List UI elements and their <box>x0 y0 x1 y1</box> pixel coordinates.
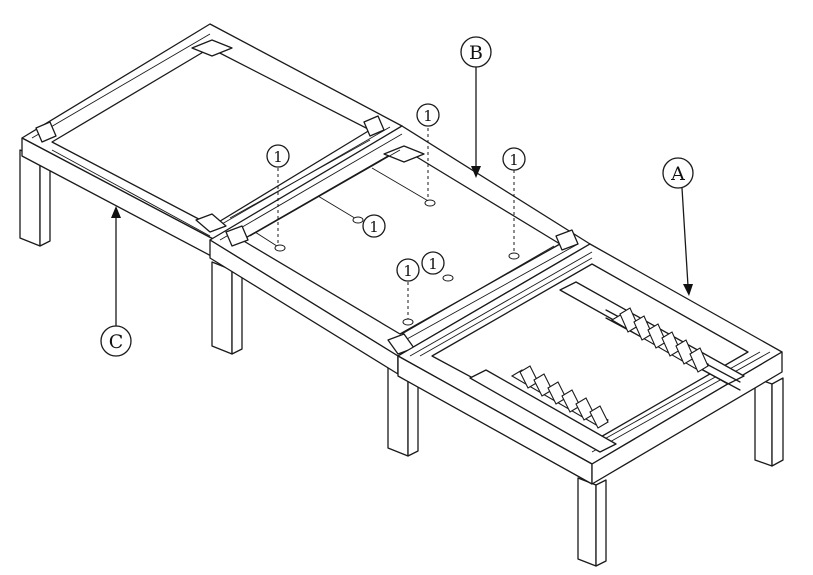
bolts <box>254 128 520 326</box>
part-1-label: 1 <box>509 151 519 169</box>
callout-c: C <box>100 206 132 357</box>
rack-right <box>610 307 710 373</box>
callout-b: B <box>460 36 492 178</box>
callout-b-label: B <box>469 42 483 64</box>
callout-c-label: C <box>109 331 124 353</box>
part-callouts: 1 1 1 1 1 1 <box>266 103 526 282</box>
callout-a: A <box>662 157 694 296</box>
part-1-label: 1 <box>423 107 433 125</box>
rack-left <box>510 365 610 429</box>
part-1-label: 1 <box>273 148 283 166</box>
part-1-label: 1 <box>403 262 413 280</box>
frame-a <box>397 243 783 485</box>
callout-a-label: A <box>670 163 685 185</box>
part-1-label: 1 <box>369 218 379 236</box>
part-1-label: 1 <box>428 255 438 273</box>
